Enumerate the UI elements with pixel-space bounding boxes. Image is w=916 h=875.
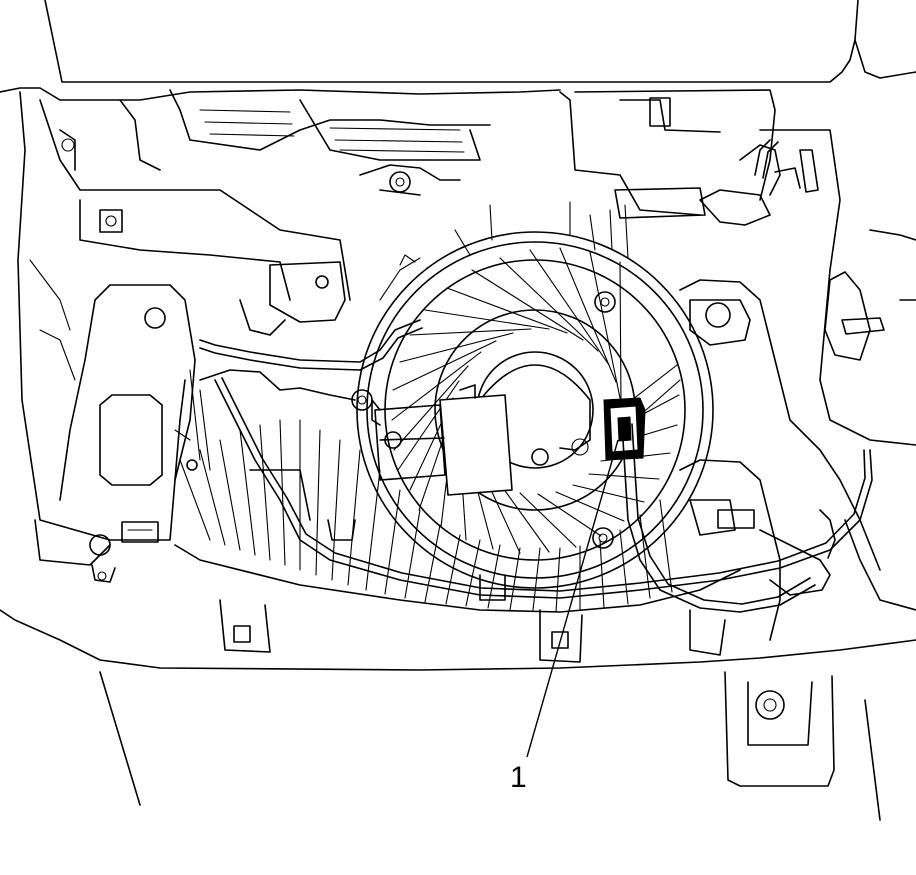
- blower-scroll-housing: [174, 369, 741, 663]
- wiring-harness: [199, 139, 873, 613]
- motor-hub: [479, 364, 591, 466]
- blower-motor-connector: [603, 397, 646, 461]
- hvac-housing-right: [559, 89, 916, 656]
- dash-panel-outline: [0, 0, 916, 821]
- callout-leader-line: [526, 439, 619, 758]
- motor-resistor-housing: [371, 384, 513, 496]
- fan-wheel-blades: [379, 201, 681, 554]
- blower-motor: [356, 231, 714, 589]
- hvac-housing-left: [17, 91, 351, 583]
- callout-1: 1: [510, 439, 619, 794]
- upper-duct: [169, 89, 491, 336]
- lower-right-mount: [724, 671, 835, 787]
- callout-label-1: 1: [510, 761, 527, 794]
